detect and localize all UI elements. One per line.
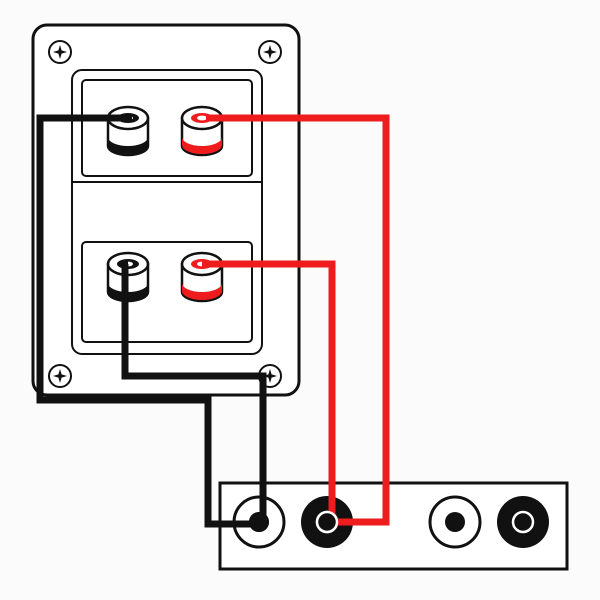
red-wire-upper-positive xyxy=(206,114,390,526)
black-wire-lower-negative xyxy=(121,260,267,522)
wires xyxy=(36,114,390,528)
black-wire-upper-negative xyxy=(36,114,259,528)
binding-post-negative-upper xyxy=(106,105,150,157)
amplifier-output-panel xyxy=(218,481,569,571)
screw-icon xyxy=(258,40,282,64)
red-wire-lower-positive xyxy=(202,260,336,522)
binding-post-positive-lower xyxy=(180,251,224,303)
terminal-plate xyxy=(31,23,301,397)
screw-icon xyxy=(48,40,72,64)
output-jack-positive-2 xyxy=(497,496,549,548)
binding-post-positive-upper xyxy=(180,105,224,157)
output-jack-negative-2 xyxy=(428,495,482,549)
jack-center-positive-1 xyxy=(315,510,339,534)
screw-icon xyxy=(48,364,72,388)
jack-center-negative-1 xyxy=(249,512,269,532)
